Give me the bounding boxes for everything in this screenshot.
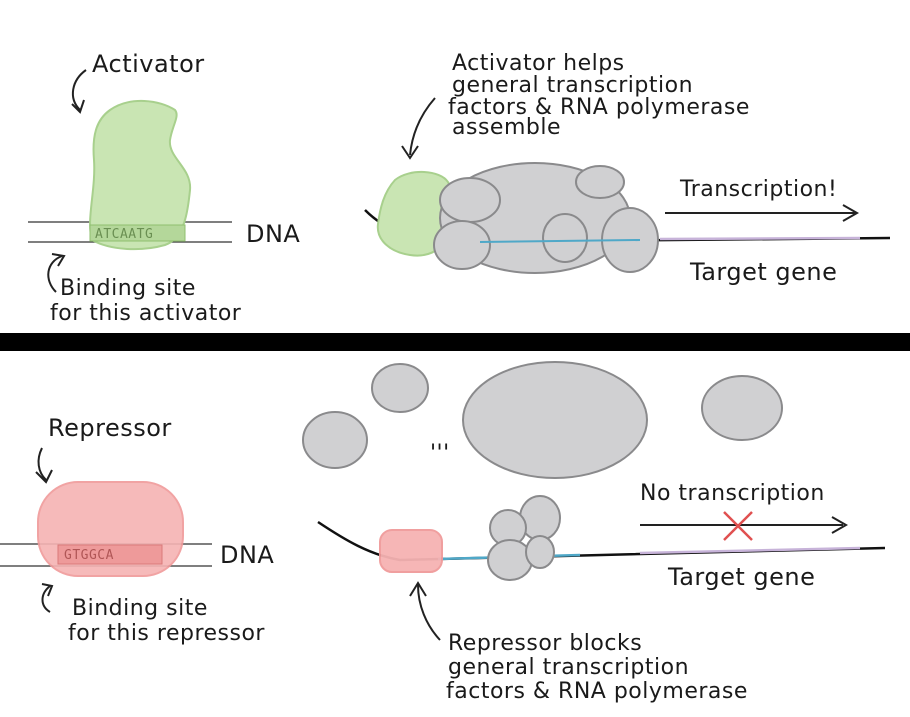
rna-polymerase-floating: [462, 361, 648, 479]
gtf-floating-3: [701, 375, 783, 441]
gtf-floating-1: [371, 363, 429, 413]
dna-label-bottom: DNA: [220, 541, 274, 569]
gtf-top-5: [575, 165, 625, 199]
dna-label-top: DNA: [246, 220, 300, 248]
activator-label: Activator: [92, 50, 205, 78]
motion-marks: ''': [430, 441, 450, 466]
activator-binding-site-line1: Binding site: [60, 276, 196, 301]
activator-label-arrowhead: [71, 99, 85, 114]
activator-helps-line4: assemble: [452, 115, 561, 140]
no-transcription-label: No transcription: [640, 481, 825, 506]
gtf-top-2: [433, 220, 491, 270]
repressor-binding-site-line2: for this repressor: [68, 621, 265, 646]
binding-site-arrow-top: [47, 255, 63, 293]
activator-helps-line3: factors & RNA polymerase: [448, 95, 750, 120]
repressor-site-sequence: GTGGCA: [64, 548, 114, 563]
repressor-binding-site-box: [57, 544, 163, 565]
binding-site-arrow-bottom: [41, 585, 51, 613]
gtf-top-3: [542, 213, 588, 263]
repressor-label: Repressor: [48, 414, 172, 442]
promoter-overlay-top: [479, 239, 641, 243]
gene-segment-bottom: [639, 546, 861, 555]
transcription-label: Transcription!: [679, 177, 837, 202]
activator-helps-line2: general transcription: [452, 73, 693, 98]
repressor-blocks-line1: Repressor blocks: [448, 631, 642, 656]
gtf-top-1: [439, 177, 501, 223]
repressor-blocks-line2: general transcription: [448, 655, 689, 680]
repressor-binding-site-line1: Binding site: [72, 596, 208, 621]
activator-site-sequence: ATCAATG: [95, 227, 153, 242]
activator-helps-line1: Activator helps: [452, 51, 625, 76]
x-mark-icon: [723, 511, 753, 541]
binding-site-arrowhead-bottom: [41, 583, 54, 597]
repressor-label-arrowhead: [35, 469, 53, 484]
helps-caption-arrowhead: [401, 145, 419, 160]
blocked-transcription-arrowhead: [831, 516, 849, 534]
blocks-caption-arrowhead: [409, 581, 427, 597]
panel-divider: [0, 333, 910, 351]
binding-site-arrowhead-top: [51, 253, 66, 267]
gtf-bound-4: [525, 535, 555, 569]
target-gene-label-bottom: Target gene: [667, 563, 815, 591]
transcription-arrowhead: [842, 204, 860, 222]
gene-segment-top: [659, 236, 861, 241]
helps-caption-arrow: [409, 97, 436, 156]
repressor-label-arrow: [37, 447, 47, 481]
activator-binding-site-line2: for this activator: [50, 301, 242, 326]
activator-binding-site-box: [89, 224, 186, 242]
activator-label-arrow: [71, 69, 87, 111]
target-gene-label-top: Target gene: [689, 258, 837, 286]
gtf-bound-3: [487, 539, 533, 581]
gtf-floating-2: [302, 411, 368, 469]
blocks-caption-arrow: [417, 584, 441, 641]
repressor-protein-bound: [379, 529, 443, 573]
repressor-blocks-line3: factors & RNA polymerase: [446, 679, 748, 704]
